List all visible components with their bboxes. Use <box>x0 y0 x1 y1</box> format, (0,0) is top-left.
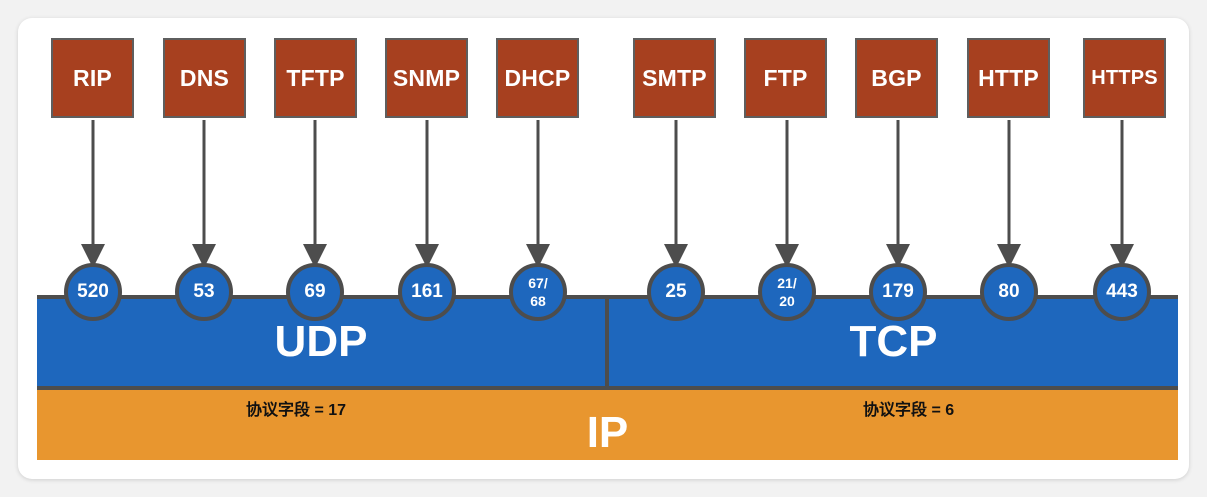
protocol-label: HTTP <box>978 64 1039 91</box>
udp-label: UDP <box>274 317 368 366</box>
port-circle-tftp: 69 <box>286 263 344 321</box>
tcp-label: TCP <box>849 317 938 366</box>
port-number: 69 <box>304 281 326 302</box>
ip-band: 协议字段 = 17 协议字段 = 6 IP <box>37 390 1178 460</box>
protocol-label: HTTPS <box>1091 66 1158 89</box>
protocol-box-snmp: SNMP <box>385 38 468 118</box>
protocol-label: SNMP <box>392 64 461 91</box>
port-circle-dns: 53 <box>175 263 233 321</box>
protocol-box-dns: DNS <box>163 38 246 118</box>
port-circle-snmp: 161 <box>398 263 456 321</box>
transport-top-line <box>37 295 1178 299</box>
port-number: 53 <box>193 281 215 302</box>
protocol-box-tftp: TFTP <box>274 38 357 118</box>
udp-protocol-field: 协议字段 = 17 <box>246 402 347 419</box>
port-circle-ftp: 21/ 20 <box>758 263 816 321</box>
protocol-box-ftp: FTP <box>744 38 827 118</box>
port-number: 80 <box>998 281 1020 302</box>
protocol-label: DNS <box>179 64 230 91</box>
port-number: 21/ 20 <box>777 275 797 309</box>
protocol-label: TFTP <box>286 64 345 91</box>
port-number: 179 <box>882 281 914 302</box>
ip-label: IP <box>586 408 629 457</box>
protocol-label: RIP <box>73 64 112 91</box>
port-circle-bgp: 179 <box>869 263 927 321</box>
protocol-box-rip: RIP <box>51 38 134 118</box>
port-circle-rip: 520 <box>64 263 122 321</box>
protocol-label: DHCP <box>504 64 571 91</box>
protocol-box-http: HTTP <box>967 38 1050 118</box>
port-number: 520 <box>77 281 109 302</box>
port-number: 67/ 68 <box>528 275 548 309</box>
udp-band: UDP <box>37 298 605 386</box>
protocol-label: SMTP <box>642 64 707 91</box>
port-circle-smtp: 25 <box>647 263 705 321</box>
tcp-protocol-field: 协议字段 = 6 <box>863 402 955 419</box>
port-circle-http: 80 <box>980 263 1038 321</box>
port-number: 25 <box>665 281 687 302</box>
protocol-label: FTP <box>763 64 808 91</box>
protocol-box-bgp: BGP <box>855 38 938 118</box>
port-circle-https: 443 <box>1093 263 1151 321</box>
port-circle-dhcp: 67/ 68 <box>509 263 567 321</box>
port-number: 161 <box>411 281 443 302</box>
protocol-box-dhcp: DHCP <box>496 38 579 118</box>
udp-tcp-divider <box>605 298 609 390</box>
port-number: 443 <box>1106 281 1138 302</box>
protocol-label: BGP <box>871 64 922 91</box>
protocol-box-smtp: SMTP <box>633 38 716 118</box>
protocol-box-https: HTTPS <box>1083 38 1166 118</box>
